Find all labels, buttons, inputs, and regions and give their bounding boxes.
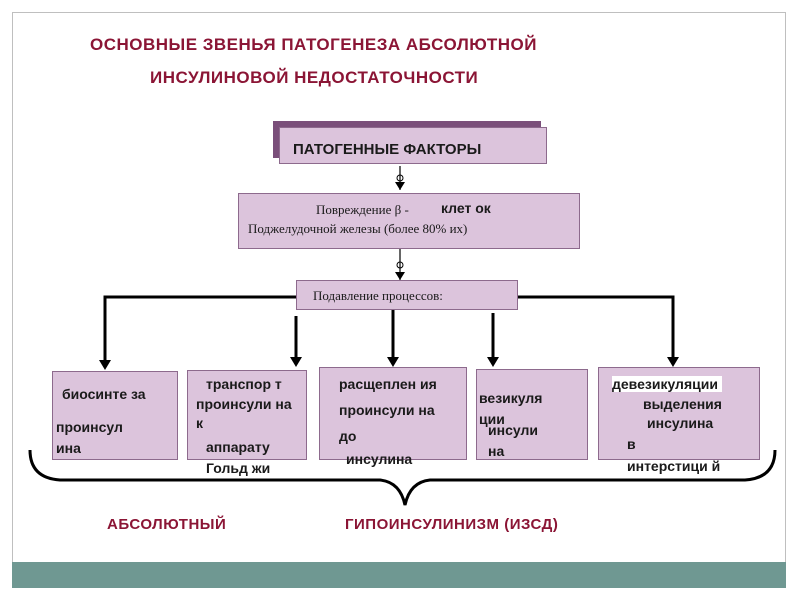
- branch-right: [518, 295, 675, 360]
- process-box-transport: [187, 370, 307, 460]
- process-3-line-1: расщеплен ия: [339, 376, 437, 392]
- bottom-label-right: ГИПОИНСУЛИНИЗМ (ИЗСД): [345, 516, 559, 533]
- bottom-label-left: АБСОЛЮТНЫЙ: [107, 516, 227, 533]
- process-1-line-1: биосинте за: [62, 386, 146, 402]
- process-5-line-2: выделения: [643, 396, 722, 412]
- process-2-line-2: проинсули на: [196, 396, 292, 412]
- process-5-line-3: инсулина: [647, 415, 714, 431]
- pathogenic-factors-label: ПАТОГЕННЫЕ ФАКТОРЫ: [293, 141, 482, 158]
- damage-overlay: клет ок: [441, 200, 491, 216]
- process-2-line-4: аппарату Гольд жи: [206, 439, 271, 476]
- process-2-line-1: транспор т: [206, 376, 282, 392]
- damage-box: [238, 193, 580, 249]
- arrow-head-p1: [99, 360, 111, 370]
- arrow-dot-1: [396, 174, 404, 182]
- curly-brace: [28, 449, 777, 506]
- pathogenic-factors-box: [279, 127, 547, 164]
- suppression-label: Подавление процессов:: [313, 288, 443, 303]
- arrow-head-p3: [387, 357, 399, 367]
- process-1-line-2: проинсул ина: [56, 419, 123, 456]
- title-line-2: ИНСУЛИНОВОЙ НЕДОСТАТОЧНОСТИ: [150, 68, 479, 87]
- arrow-head-p4: [487, 357, 499, 367]
- process-3-line-2: проинсули на: [339, 402, 435, 418]
- process-box-cleavage: [319, 367, 467, 460]
- arrow-head-p5: [667, 357, 679, 367]
- suppression-box: [296, 280, 518, 310]
- title-line-1: ОСНОВНЫЕ ЗВЕНЬЯ ПАТОГЕНЕЗА АБСОЛЮТНОЙ: [90, 35, 537, 54]
- process-box-vesiculation: [476, 369, 588, 460]
- process-5-line-4: в: [627, 436, 636, 452]
- process-3-line-4: инсулина: [346, 451, 413, 467]
- process-5-line-1: девезикуляции: [612, 376, 722, 392]
- process-4-line-2: инсули на: [488, 422, 538, 459]
- process-4-line-1: везикуля ции: [479, 390, 543, 427]
- damage-line-2: Поджелудочной железы (более 80% их): [248, 221, 468, 236]
- branch-left: [103, 295, 296, 365]
- process-5-line-5: интерстици й: [627, 458, 721, 474]
- process-3-line-3: до: [339, 428, 357, 444]
- process-box-biosynthesis: [52, 371, 178, 460]
- arrow-dot-2: [396, 261, 404, 269]
- footer-bar: [12, 562, 786, 588]
- arrow-head-2: [395, 272, 405, 280]
- arrow-head-1: [395, 182, 405, 190]
- process-2-line-3: к: [196, 415, 204, 431]
- damage-line-1: Повреждение β -: [316, 202, 409, 217]
- arrow-head-p2: [290, 357, 302, 367]
